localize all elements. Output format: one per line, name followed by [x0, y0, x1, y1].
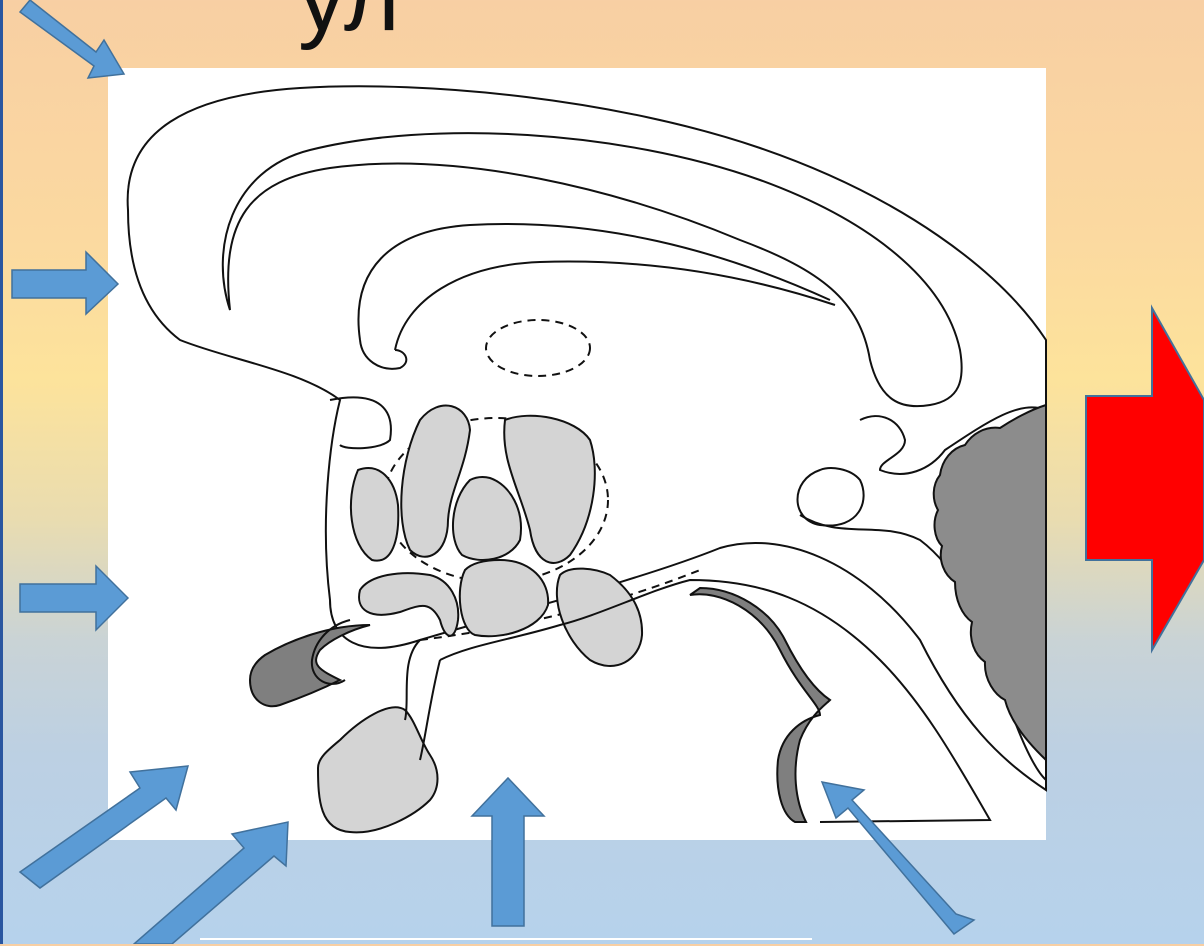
arrow-top-left — [20, 0, 124, 78]
arrow-bottom-right — [822, 782, 974, 934]
red-arrow-group — [1086, 308, 1204, 650]
arrow-left-middle — [20, 566, 128, 630]
arrow-right-big — [1086, 308, 1204, 650]
arrow-left-upper — [12, 252, 118, 314]
arrow-bottom-center — [472, 778, 544, 926]
arrow-bottom-left-1 — [20, 766, 188, 888]
arrow-bottom-left-2 — [134, 822, 288, 944]
